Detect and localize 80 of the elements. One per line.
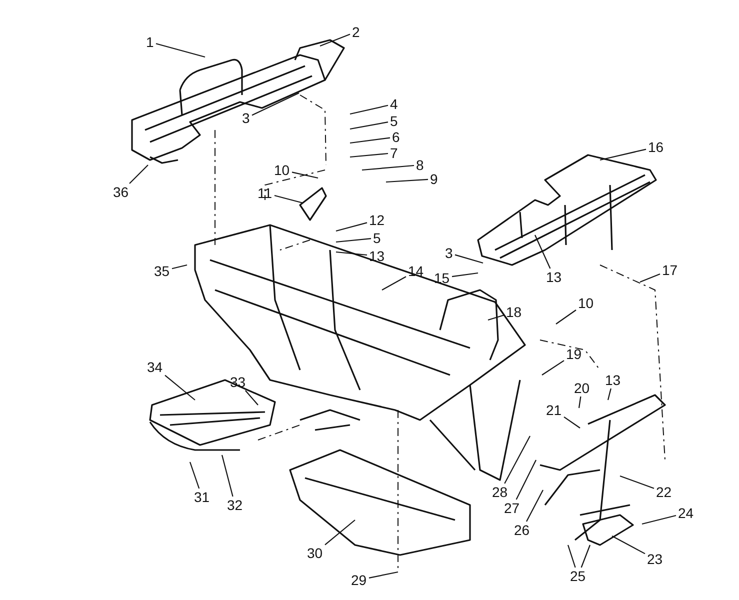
leader-line [189,462,200,489]
callout-number: 3 [242,110,250,126]
leader-line [320,34,350,47]
callout-number: 30 [307,546,323,560]
leader-line [292,172,318,179]
callout-number: 32 [227,498,243,512]
leader-line [350,104,388,115]
leader-line [542,360,564,376]
leader-line [620,475,654,489]
callout-number: 13 [546,270,562,284]
leader-line [534,234,551,269]
callout-number: 7 [390,146,398,160]
leader-line [567,544,576,568]
leader-line [156,43,206,58]
callout-number: 17 [662,262,678,278]
callout-number: 18 [506,304,522,320]
leader-line [454,254,484,264]
callout-number: 21 [546,402,562,418]
callout-number: 3 [445,246,453,260]
leader-line [368,571,398,578]
callout-number: 11 [258,186,272,200]
leader-line [221,454,234,497]
callout-number: 27 [504,500,520,516]
leader-line [607,388,612,400]
callout-number: 24 [678,506,694,520]
leader-line [172,264,188,270]
leader-line [578,396,582,408]
leader-line [274,194,304,204]
leader-line [640,273,660,283]
callout-number: 26 [514,522,530,538]
callout-number: 29 [351,572,367,588]
leader-line [129,164,148,184]
callout-number: 5 [373,230,381,246]
leader-line [556,310,576,324]
callout-number: 9 [430,172,438,186]
leader-line [504,436,530,484]
leader-line [336,238,372,243]
callout-number: 13 [605,372,621,388]
callout-number: 25 [570,568,586,584]
leader-line [244,390,258,406]
callout-number: 22 [656,484,672,500]
callout-number: 31 [194,490,210,504]
callout-number: 34 [147,360,163,374]
callout-number: 8 [416,158,424,172]
callout-number: 4 [390,96,398,112]
callout-number: 10 [578,296,594,310]
leader-line [324,520,356,546]
callout-number: 28 [492,484,508,500]
callout-number: 10 [274,162,290,178]
leader-line [564,416,580,428]
leader-line [164,374,196,400]
leader-line [600,148,646,161]
leader-line [488,314,504,321]
leader-line [350,122,388,130]
callout-number: 6 [392,130,400,144]
leader-line [336,222,368,232]
leader-line [612,536,646,554]
leader-line [642,514,676,525]
leader-line [252,92,300,116]
callout-number: 35 [154,264,170,278]
leader-line [452,272,478,278]
callout-number: 12 [369,212,385,228]
callout-number: 23 [647,552,663,566]
callout-number: 5 [390,114,398,128]
callout-number: 2 [352,24,360,40]
callout-number: 14 [408,264,424,278]
leader-line [362,164,414,171]
leader-line [386,178,428,183]
leader-line [516,460,536,500]
leader-line [350,137,390,144]
leader-line [580,544,591,568]
callout-number: 1 [146,34,154,50]
leader-line [526,490,544,522]
callout-number: 19 [566,346,582,362]
leader-line [350,152,388,158]
callout-number: 20 [574,380,590,396]
callout-number: 36 [113,184,129,200]
leader-line [336,251,368,256]
leader-line [382,276,406,290]
callout-number: 16 [648,140,664,154]
